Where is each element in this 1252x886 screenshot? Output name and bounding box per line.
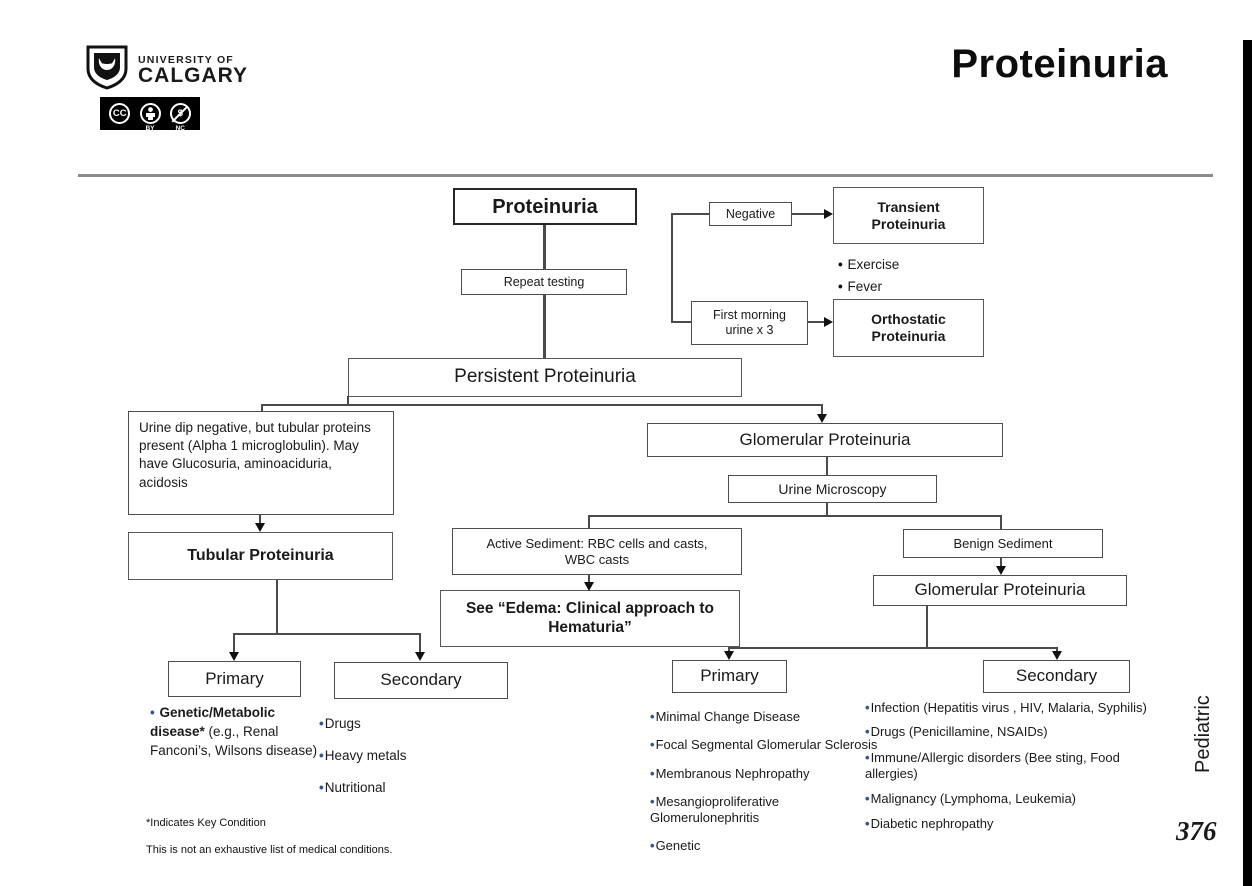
node-persistent-proteinuria: Persistent Proteinuria — [348, 358, 742, 397]
list-item: Membranous Nephropathy — [650, 766, 865, 782]
cc-license-badge: CC BY $ NC — [100, 97, 200, 131]
list-item: Infection (Hepatitis virus , HIV, Malari… — [865, 700, 1157, 716]
node-benign-sediment: Benign Sediment — [903, 529, 1103, 558]
list-item: Genetic — [650, 838, 865, 854]
header-divider — [78, 174, 1213, 177]
arrowhead — [724, 651, 734, 660]
connector — [826, 503, 828, 516]
section-vertical-label: Pediatric — [1192, 695, 1214, 773]
arrowhead — [255, 523, 265, 532]
list-item: Drugs — [319, 716, 479, 733]
transient-causes-list: Exercise Fever — [838, 255, 899, 306]
connector — [821, 404, 823, 415]
connector — [792, 213, 826, 215]
connector — [728, 647, 730, 652]
connector — [233, 633, 235, 653]
connector — [259, 515, 261, 524]
cc-by-label: BY — [145, 124, 155, 132]
connector — [233, 633, 421, 635]
node-proteinuria: Proteinuria — [453, 188, 637, 225]
arrowhead — [415, 652, 425, 661]
list-item: Exercise — [838, 255, 899, 275]
connector — [1056, 647, 1058, 652]
list-item: Minimal Change Disease — [650, 709, 865, 725]
connector — [588, 515, 590, 528]
arrowhead — [1052, 651, 1062, 660]
margin-accent-bar — [1243, 40, 1252, 886]
list-item: Immune/Allergic disorders (Bee sting, Fo… — [865, 750, 1157, 783]
node-glomerular-primary: Primary — [672, 660, 787, 693]
glomerular-secondary-list: Infection (Hepatitis virus , HIV, Malari… — [865, 700, 1157, 843]
list-item: Fever — [838, 277, 899, 297]
node-urine-microscopy: Urine Microscopy — [728, 475, 937, 503]
list-item: Malignancy (Lymphoma, Leukemia) — [865, 791, 1157, 807]
arrowhead — [824, 209, 833, 219]
connector — [588, 515, 1002, 517]
list-item: Mesangioproliferative Glomerulonephritis — [650, 794, 865, 827]
connector — [1000, 515, 1002, 529]
list-item: Focal Segmental Glomerular Sclerosis — [650, 737, 878, 753]
node-orthostatic-proteinuria: Orthostatic Proteinuria — [833, 299, 984, 357]
logo-line2: CALGARY — [138, 63, 249, 87]
arrowhead — [996, 566, 1006, 575]
connector — [728, 647, 1058, 649]
node-glomerular-proteinuria-2: Glomerular Proteinuria — [873, 575, 1127, 606]
connector — [926, 606, 928, 649]
cc-icon: CC — [109, 103, 131, 124]
list-item: Drugs (Penicillamine, NSAIDs) — [865, 724, 1157, 740]
footnote-key-condition: *Indicates Key Condition — [146, 817, 266, 829]
list-item: Genetic/Metabolic disease* (e.g., Renal … — [150, 704, 318, 761]
connector — [671, 213, 673, 323]
arrowhead — [817, 414, 827, 423]
university-logo: UNIVERSITY OF CALGARY — [84, 44, 248, 95]
arrowhead — [229, 652, 239, 661]
connector — [276, 580, 278, 634]
connector — [588, 575, 590, 584]
university-crest-icon — [84, 44, 130, 95]
tubular-primary-list: Genetic/Metabolic disease* (e.g., Renal … — [150, 704, 318, 771]
node-repeat-testing: Repeat testing — [461, 269, 627, 295]
node-active-sediment: Active Sediment: RBC cells and casts, WB… — [452, 528, 742, 575]
node-glomerular-secondary: Secondary — [983, 660, 1130, 693]
connector — [808, 321, 826, 323]
connector — [543, 225, 546, 269]
connector — [261, 404, 823, 406]
connector — [826, 457, 828, 475]
connector — [671, 321, 691, 323]
node-tubular-proteinuria: Tubular Proteinuria — [128, 532, 393, 580]
connector — [261, 404, 263, 412]
node-tubular-primary: Primary — [168, 661, 301, 697]
page-number: 376 — [1176, 816, 1217, 846]
logo-line1: UNIVERSITY OF — [138, 53, 234, 66]
glomerular-primary-list: Minimal Change Disease Focal Segmental G… — [650, 709, 878, 865]
key-condition-text: Genetic/Metabolic disease* — [150, 705, 276, 739]
node-transient-proteinuria: Transient Proteinuria — [833, 187, 984, 244]
list-item: Nutritional — [319, 780, 479, 797]
cc-nc-label: NC — [175, 124, 185, 132]
cc-by-icon: BY — [139, 103, 161, 131]
node-first-morning-urine: First morning urine x 3 — [691, 301, 808, 345]
connector — [347, 396, 349, 405]
footnote-disclaimer: This is not an exhaustive list of medica… — [146, 844, 393, 856]
list-item: Heavy metals — [319, 748, 479, 765]
tubular-secondary-list: Drugs Heavy metals Nutritional — [319, 716, 479, 807]
list-item: Diabetic nephropathy — [865, 816, 1157, 832]
connector — [419, 633, 421, 653]
node-glomerular-proteinuria: Glomerular Proteinuria — [647, 423, 1003, 457]
node-negative: Negative — [709, 202, 792, 226]
key-condition-rest: (e.g., Renal Fanconi’s, Wilsons disease) — [150, 723, 318, 758]
node-tubular-note: Urine dip negative, but tubular proteins… — [128, 411, 394, 515]
arrowhead — [824, 317, 833, 327]
node-see-edema: See “Edema: Clinical approach to Hematur… — [440, 590, 740, 647]
node-tubular-secondary: Secondary — [334, 662, 508, 699]
connector — [671, 213, 709, 215]
page-title: Proteinuria — [951, 42, 1168, 86]
cc-nc-icon: $ NC — [169, 103, 191, 131]
arrowhead — [584, 582, 594, 591]
connector — [543, 295, 546, 358]
connector — [1000, 558, 1002, 567]
